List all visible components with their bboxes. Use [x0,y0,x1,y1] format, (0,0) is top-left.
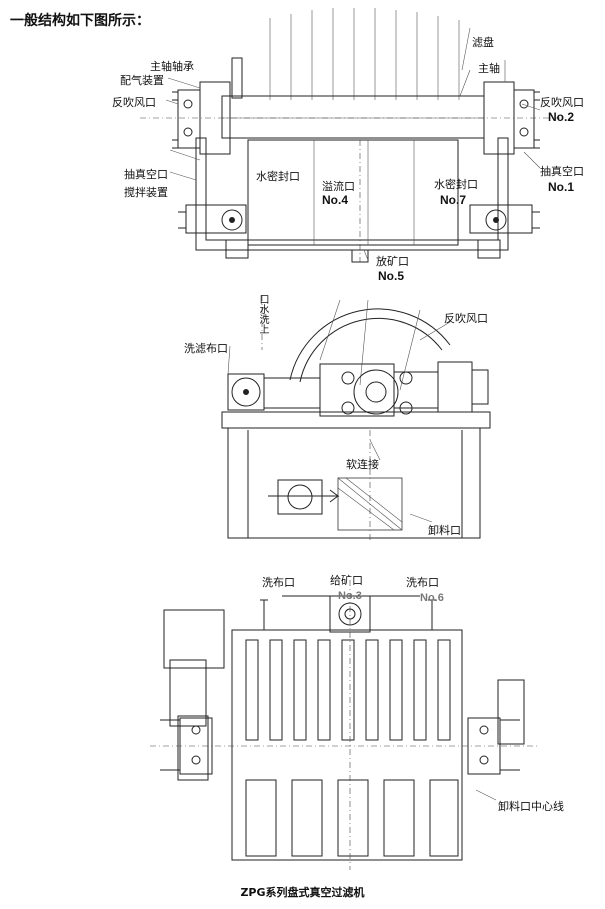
label-no5: No.5 [378,269,405,283]
label-no6: No.6 [420,592,444,604]
front-view [140,8,560,263]
label-water-seal-left: 水密封口 [256,170,300,183]
label-backblow-right: 反吹风口 [540,96,584,109]
label-soft-connect: 软连接 [346,458,379,471]
label-no3: No.3 [338,590,362,602]
label-air-distributor: 配气装置 [120,74,164,87]
label-main-bearing: 主轴轴承 [150,60,194,73]
label-backblow-left: 反吹风口 [112,96,156,109]
label-vacuum-left: 抽真空口 [124,168,168,181]
label-wash-cloth: 洗滤布口 [184,342,228,355]
label-no4: No.4 [322,193,349,207]
top-view [150,580,540,870]
side-view [221,295,491,540]
label-wash-left: 洗布口 [262,576,295,589]
label-water-seal-right: 水密封口 [434,178,478,191]
label-wash-top: 口水洗上 [257,294,268,334]
label-unload-center: 卸料口中心线 [498,800,564,813]
page-heading: 一般结构如下图所示： [10,13,150,29]
label-filter-disc: 滤盘 [472,36,494,49]
label-vacuum-right: 抽真空口 [540,165,584,178]
label-overflow: 溢流口 [322,180,355,193]
label-backblow-side: 反吹风口 [444,312,488,325]
label-unload-side: 卸料口 [428,524,461,537]
label-no7: No.7 [440,193,467,207]
label-agitator: 搅拌装置 [124,186,168,199]
label-no1: No.1 [548,180,575,194]
label-wash-right: 洗布口 [406,576,439,589]
label-main-shaft: 主轴 [478,62,500,75]
label-no2: No.2 [548,110,575,124]
label-feed: 给矿口 [330,574,363,587]
label-discharge-ore: 放矿口 [376,255,409,268]
figure-caption: ZPG系列盘式真空过滤机 [240,886,365,899]
